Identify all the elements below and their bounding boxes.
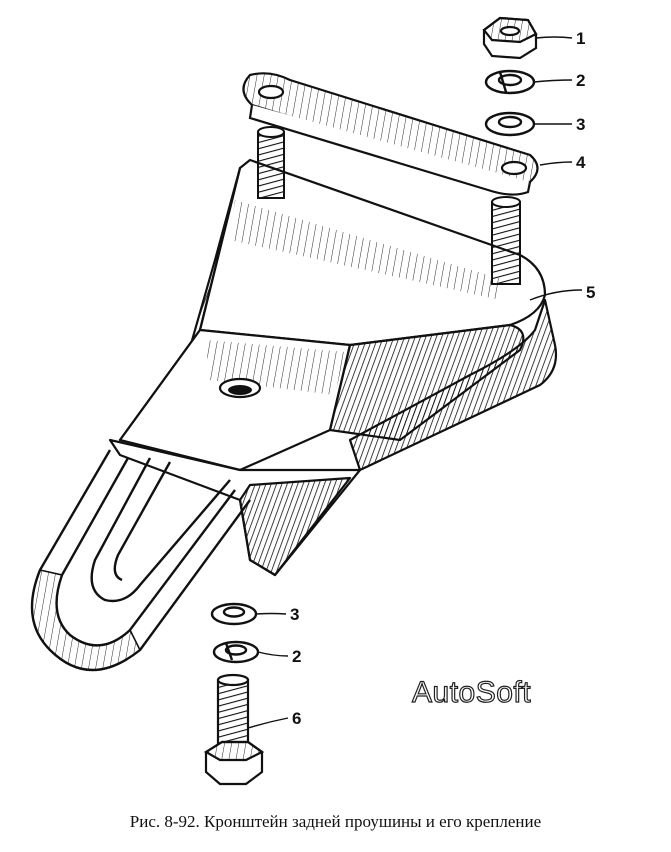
watermark-text: AutoSoft: [411, 675, 532, 709]
callout-6: 6: [292, 709, 301, 728]
callout-5: 5: [586, 283, 595, 302]
callout-4: 4: [576, 153, 586, 172]
washer-part-3-bottom: [210, 602, 258, 626]
callout-2-bottom: 2: [292, 647, 301, 666]
bolt-part-6: [203, 673, 265, 786]
figure-caption: Рис. 8-92. Кронштейн задней проушины и е…: [129, 812, 542, 831]
spring-washer-part-2-top: [484, 69, 536, 95]
washer-part-3-top: [484, 111, 536, 137]
spring-washer-part-2-bottom: [212, 640, 260, 664]
callout-3-bottom: 3: [290, 605, 299, 624]
nut-part-1: [482, 16, 538, 60]
stud-right: [491, 196, 521, 285]
callout-2-top: 2: [576, 71, 585, 90]
rear-eye-loop: [30, 449, 251, 672]
callout-3-top: 3: [576, 115, 585, 134]
stud-left: [257, 126, 285, 199]
bracket-part-5: [108, 158, 558, 577]
callout-1: 1: [576, 29, 585, 48]
leader-lines: [247, 36, 583, 729]
plate-part-4: [242, 72, 539, 196]
